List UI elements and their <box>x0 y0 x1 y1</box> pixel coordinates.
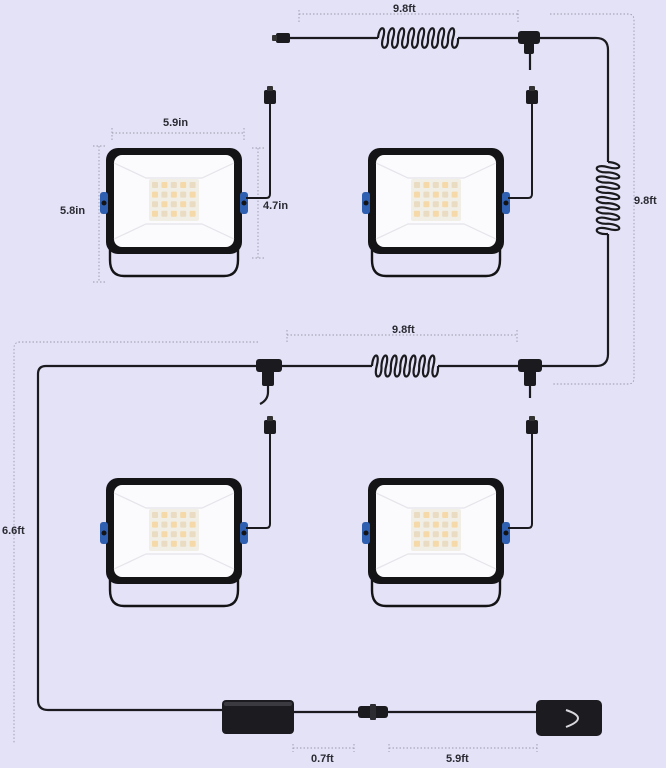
led-array <box>149 179 199 221</box>
power-adapter-icon <box>222 700 388 734</box>
floodlight-bottom-right <box>362 416 538 608</box>
dim-middle-cable: 9.8ft <box>392 324 415 336</box>
t-splitter-icon <box>518 31 540 54</box>
coiled-cable-top <box>376 27 460 49</box>
waterproof-connector-icon <box>272 33 290 43</box>
waterproof-connector-icon <box>526 90 538 104</box>
dim-left-drop: 6.6ft <box>2 525 25 537</box>
floodlight-top-left <box>100 86 276 278</box>
dim-panel-height: 4.7in <box>263 200 289 212</box>
led-array <box>149 509 199 551</box>
dim-adapter-lead: 0.7ft <box>311 753 334 765</box>
led-array <box>411 509 461 551</box>
dimension-lines <box>13 10 635 752</box>
floodlight-bottom-left <box>100 416 276 608</box>
t-splitter-icon <box>518 359 542 386</box>
smart-switch-icon <box>536 700 602 736</box>
dim-light-width: 5.9in <box>163 117 189 129</box>
floodlight-top-right <box>362 86 538 278</box>
cables <box>36 36 610 714</box>
dim-top-cable: 9.8ft <box>393 3 416 15</box>
dim-right-coil: 9.8ft <box>634 195 657 207</box>
waterproof-connector-icon <box>264 90 276 104</box>
dim-power-cord: 5.9ft <box>446 753 469 765</box>
led-array <box>411 179 461 221</box>
waterproof-connector-icon <box>264 420 276 434</box>
dim-light-height: 5.8in <box>60 205 86 217</box>
coiled-cable-right <box>595 160 621 236</box>
waterproof-connector-icon <box>526 420 538 434</box>
coiled-cable-middle <box>370 354 440 378</box>
t-splitter-icon <box>256 359 282 386</box>
